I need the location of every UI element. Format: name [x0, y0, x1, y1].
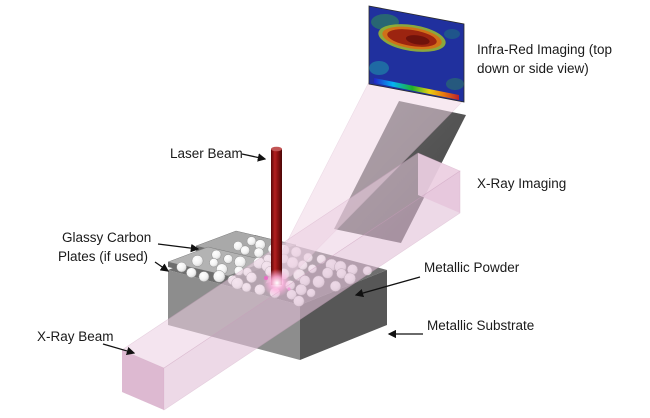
melt-spark-1 — [264, 276, 268, 280]
arrow-xray-beam — [102, 343, 136, 356]
powder-sphere — [223, 254, 233, 264]
powder-sphere — [240, 245, 250, 256]
arrow-glassy-plate-upper — [157, 243, 200, 253]
powder-sphere — [198, 271, 210, 282]
powder-sphere — [213, 270, 226, 283]
label-xray-imaging: X-Ray Imaging — [477, 176, 566, 191]
thermal-colorbar — [374, 78, 459, 100]
laser-beam-shape — [263, 146, 291, 297]
label-glassy-carbon-line1: Glassy Carbon — [62, 230, 151, 245]
label-xray-beam: X-Ray Beam — [37, 329, 114, 344]
xray-beam-near-cap — [122, 350, 164, 410]
label-metallic-powder: Metallic Powder — [424, 260, 520, 275]
ir-thermal-image — [368, 5, 465, 103]
xray-beam-shape — [121, 152, 461, 411]
thermal-green-patch-4 — [444, 29, 460, 39]
thermal-hot-blob — [378, 24, 446, 52]
arrow-glassy-plate-lower — [154, 261, 170, 272]
label-metallic-substrate: Metallic Substrate — [427, 318, 534, 333]
powder-sphere — [191, 255, 204, 267]
label-glassy-carbon-line2: Plates (if used) — [58, 249, 148, 264]
powder-sphere — [233, 241, 244, 251]
powder-sphere — [211, 249, 222, 260]
arrow-laser-beam — [241, 153, 267, 162]
melt-spark-2 — [287, 287, 291, 291]
thermal-green-patch-3 — [446, 78, 464, 90]
label-ir-imaging-line1: Infra-Red Imaging (top — [477, 42, 612, 57]
melt-pool-glow — [263, 269, 291, 297]
thermal-green-patch-2 — [369, 61, 389, 75]
label-laser-beam: Laser Beam — [170, 146, 243, 161]
laser-beam-column — [271, 149, 282, 285]
label-ir-imaging-line2: down or side view) — [477, 61, 589, 76]
powder-sphere — [186, 267, 197, 278]
powder-sphere — [209, 258, 219, 268]
powder-sphere — [176, 261, 187, 273]
laser-beam-top-cap — [271, 146, 282, 152]
annotations: Laser Beam Infra-Red Imaging (top down o… — [37, 42, 612, 356]
arrow-metallic-powder — [354, 276, 421, 298]
powder-sphere — [253, 247, 264, 258]
powder-sphere — [246, 236, 257, 246]
